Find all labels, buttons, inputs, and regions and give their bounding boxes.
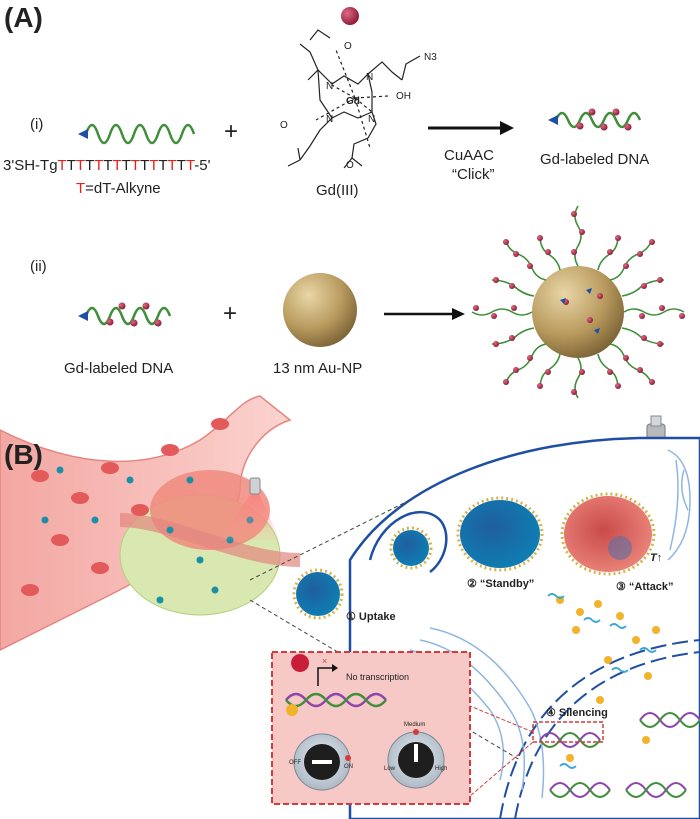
reaction-condition-click: “Click” xyxy=(452,166,495,183)
svg-text:×: × xyxy=(322,656,327,666)
standby-large-nanoparticle-icon xyxy=(456,496,544,572)
spherical-nucleic-acid-icon xyxy=(471,205,685,399)
sequence-base: T xyxy=(121,157,131,174)
sequence-base: T xyxy=(149,157,159,174)
sequence-base: T xyxy=(176,157,186,174)
standby-nanoparticle-icon xyxy=(389,526,433,570)
reaction-condition-cuaac: CuAAC xyxy=(444,147,495,164)
sequence-base: T xyxy=(140,157,150,174)
dna-duplex-icons xyxy=(539,712,700,798)
dna-sequence: 3'SH-TgTTTTTTTTTTTTTTT-5' xyxy=(3,157,211,174)
sequence-alkyne-t: TTTTTTTTTTTTTTT xyxy=(58,157,195,174)
sequence-base: T xyxy=(185,157,195,174)
sequence-base: T xyxy=(85,157,95,174)
alkyne-legend: T=dT-Alkyne xyxy=(76,180,161,197)
atom-n3: N3 xyxy=(424,52,437,63)
atom-gd: Gd xyxy=(346,96,360,107)
uptake-nanoparticle-icon xyxy=(292,568,344,620)
panel-a-label: (A) xyxy=(4,2,43,33)
mitochondria-icon xyxy=(667,449,691,561)
sequence-base: T xyxy=(57,157,67,174)
assembly-arrow-icon xyxy=(384,308,465,320)
dial-on-label: ON xyxy=(344,764,353,770)
attack-nanoparticle-icon xyxy=(560,492,656,576)
attack-label: ③ “Attack” xyxy=(616,581,674,593)
zoom-line-top xyxy=(249,499,411,581)
dial-off-label: OFF xyxy=(289,760,301,766)
reaction-arrow-icon xyxy=(428,121,514,135)
sequence-base: T xyxy=(158,157,168,174)
silencing-label: ④ Silencing xyxy=(546,707,608,719)
on-off-dial-icon xyxy=(293,733,351,791)
atom-o-3: O xyxy=(346,160,354,171)
sequence-base: T xyxy=(75,157,86,174)
alkyne-legend-text: =dT-Alkyne xyxy=(85,180,161,197)
gold-nanoparticle-icon xyxy=(283,273,357,347)
atom-n-1: N xyxy=(326,81,333,92)
atom-o-1: O xyxy=(344,41,352,52)
laser-beam-left xyxy=(220,477,280,540)
atom-o-2: O xyxy=(280,120,288,131)
sequence-base: T xyxy=(130,157,141,174)
dial-low-label: Low xyxy=(384,766,396,772)
gd-complex-label: Gd(III) xyxy=(316,182,359,199)
dna-strand-icon xyxy=(78,123,196,145)
sequence-prefix: 3'SH-Tg xyxy=(3,157,58,174)
nuclear-envelope xyxy=(499,639,700,819)
sequence-base: T xyxy=(167,157,177,174)
step-i-marker: (i) xyxy=(30,116,44,133)
gd-complex-structure xyxy=(287,7,421,169)
sequence-base: T xyxy=(112,157,122,174)
step-ii-marker: (ii) xyxy=(30,258,47,275)
plus-sign-i: + xyxy=(224,118,239,145)
gd-labeled-dna-product-icon xyxy=(548,108,642,131)
atom-n-3: N xyxy=(326,114,333,125)
released-oligos-icon xyxy=(547,593,660,769)
alkyne-legend-t: T xyxy=(76,180,86,197)
sequence-suffix: -5' xyxy=(194,157,211,174)
dial-medium-label: Medium xyxy=(404,722,426,728)
gd-ion-icon xyxy=(341,7,359,25)
plus-sign-ii: + xyxy=(223,300,238,327)
panel-b-label: (B) xyxy=(4,439,43,470)
low-medium-high-dial-icon xyxy=(387,729,445,789)
nanoparticle-label: 13 nm Au-NP xyxy=(273,360,363,377)
dial-high-label: High xyxy=(435,766,448,772)
gd-labeled-dna-reactant-icon xyxy=(78,302,172,327)
atom-n-4: N xyxy=(368,114,375,125)
sequence-base: T xyxy=(103,157,113,174)
reactant-dna-label: Gd-labeled DNA xyxy=(64,360,174,377)
sequence-base: T xyxy=(94,157,104,174)
atom-n-2: N xyxy=(366,72,373,83)
sequence-base: T xyxy=(66,157,76,174)
product-label: Gd-labeled DNA xyxy=(540,151,650,168)
no-transcription-label: No transcription xyxy=(346,672,410,682)
temperature-label: T↑ xyxy=(650,552,663,564)
standby-label: ② “Standby” xyxy=(467,578,535,590)
atom-oh: OH xyxy=(396,91,411,102)
uptake-label: ① Uptake xyxy=(346,611,396,623)
red-blood-cells-icon xyxy=(21,418,229,596)
